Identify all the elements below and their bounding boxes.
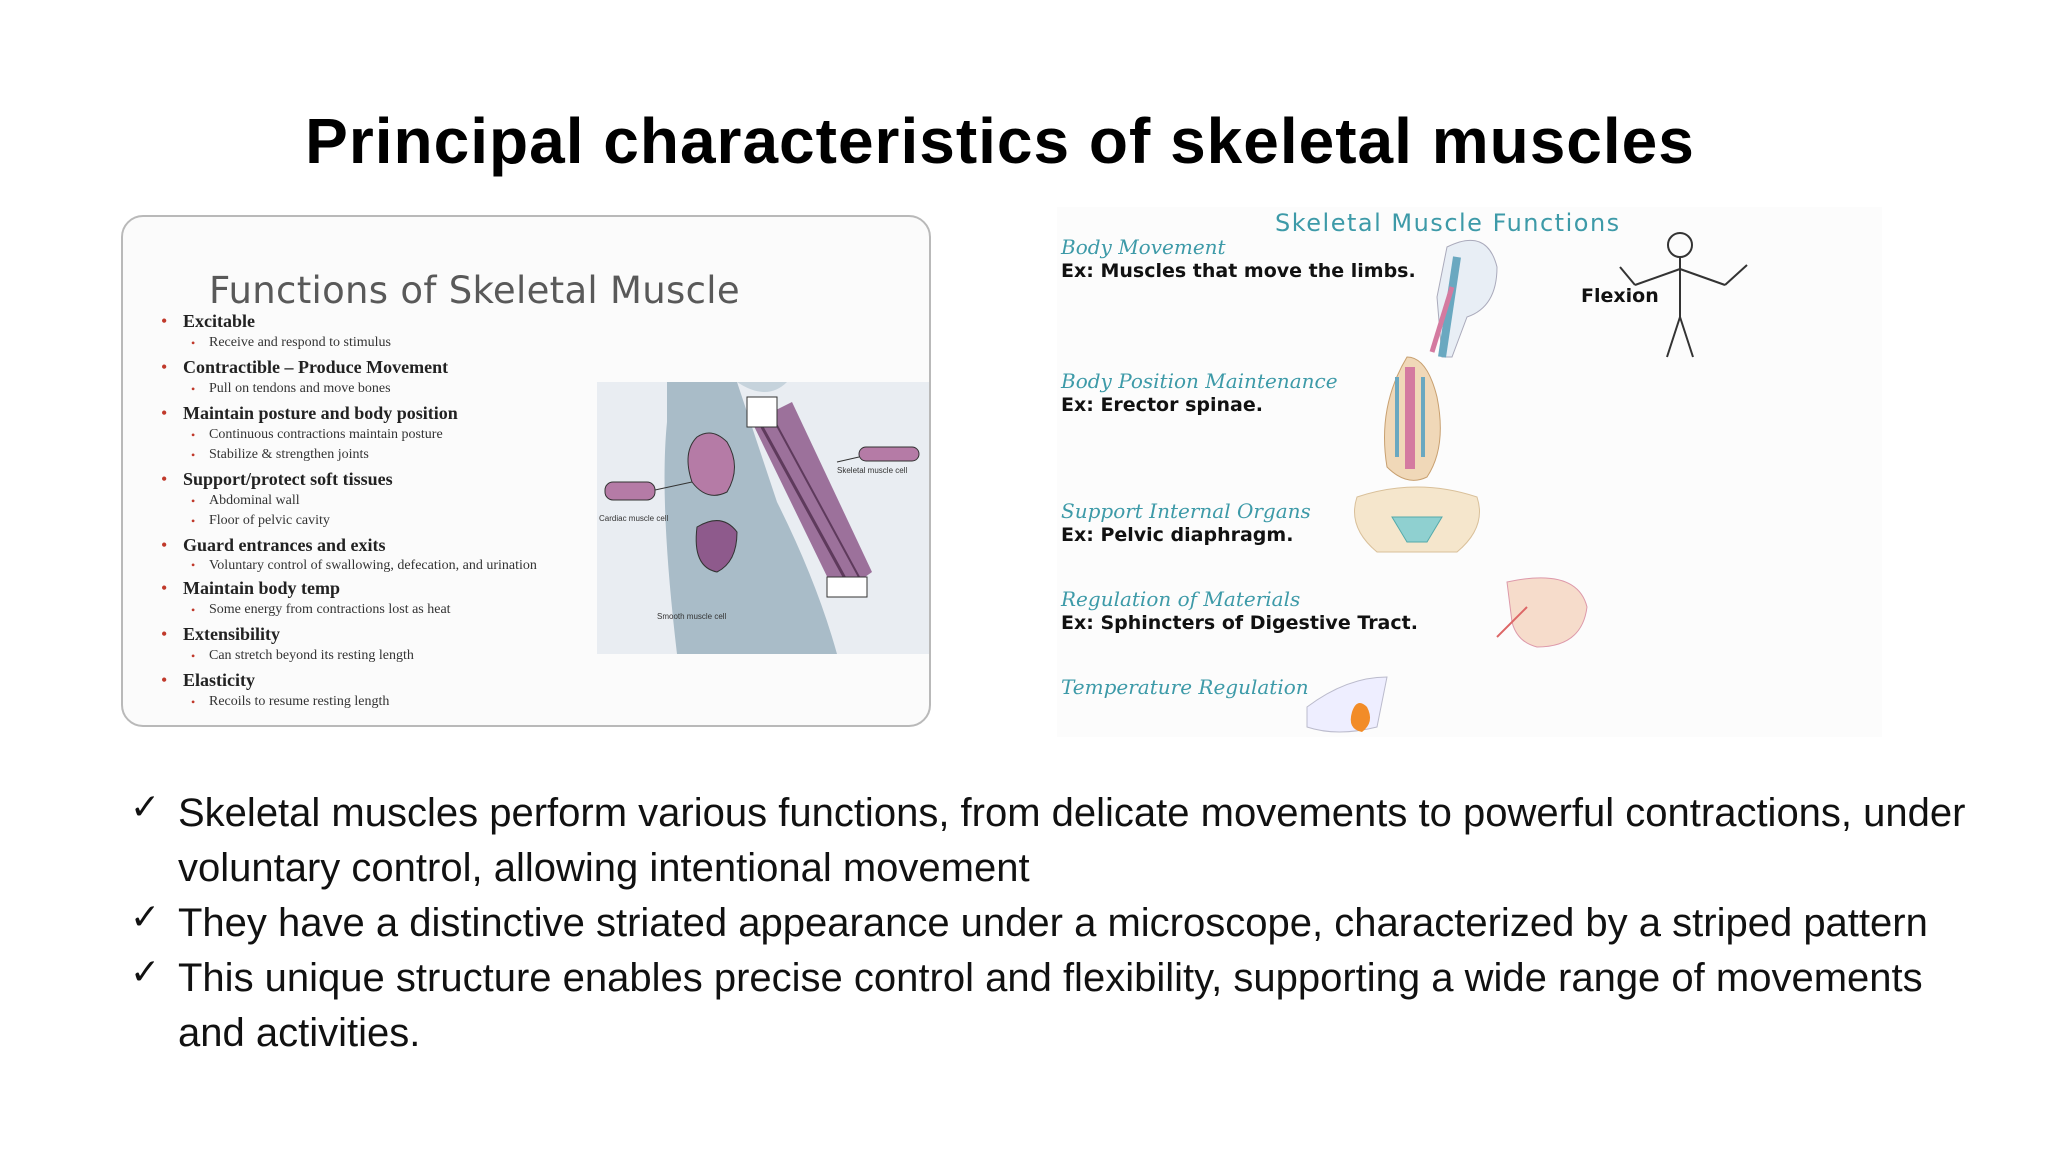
checkmark-icon: ✓: [130, 897, 161, 938]
muscle-types-illustration: Skeletal muscle cell Cardiac muscle cell…: [597, 382, 929, 654]
section-heading: Support Internal Organs: [1061, 499, 1311, 523]
function-section-body-movement: Body Movement Ex: Muscles that move the …: [1061, 235, 1416, 283]
point-text: Skeletal muscles perform various functio…: [178, 791, 1966, 890]
functions-figure-left: Functions of Skeletal Muscle •Excitable …: [121, 215, 931, 727]
function-name: Contractible – Produce Movement: [183, 357, 449, 377]
function-name: Excitable: [183, 311, 255, 331]
functions-illustrations: [1306, 232, 1748, 733]
checkmark-icon: ✓: [130, 787, 161, 828]
section-example: Ex: Sphincters of Digestive Tract.: [1061, 612, 1418, 634]
function-name: Guard entrances and exits: [183, 535, 386, 555]
function-detail: Continuous contractions maintain posture: [209, 427, 443, 442]
skeletal-cell-label: Skeletal muscle cell: [837, 466, 908, 475]
function-detail: Some energy from contractions lost as he…: [209, 602, 451, 617]
function-detail: Voluntary control of swallowing, defecat…: [209, 558, 537, 573]
section-heading: Regulation of Materials: [1061, 587, 1301, 611]
section-example: Ex: Pelvic diaphragm.: [1061, 524, 1294, 546]
function-detail: Stabilize & strengthen joints: [209, 447, 369, 462]
cardiac-cell-label: Cardiac muscle cell: [599, 514, 669, 523]
function-name: Maintain posture and body position: [183, 403, 458, 423]
function-name: Support/protect soft tissues: [183, 469, 393, 489]
list-item: •Extensibility •Can stretch beyond its r…: [161, 624, 414, 663]
section-heading: Temperature Regulation: [1061, 675, 1309, 699]
section-heading: Body Position Maintenance: [1061, 369, 1338, 393]
list-item: •Maintain posture and body position •Con…: [161, 403, 458, 462]
point-text: This unique structure enables precise co…: [178, 956, 1923, 1055]
function-section-temperature: Temperature Regulation: [1061, 675, 1309, 699]
flexion-label: Flexion: [1581, 285, 1659, 307]
function-section-body-position: Body Position Maintenance Ex: Erector sp…: [1061, 369, 1338, 417]
list-item: •Contractible – Produce Movement •Pull o…: [161, 357, 449, 396]
list-item: ✓ Skeletal muscles perform various funct…: [128, 786, 1988, 896]
list-item: •Guard entrances and exits •Voluntary co…: [161, 535, 537, 573]
list-item: ✓ They have a distinctive striated appea…: [128, 896, 1988, 951]
figure-title: Skeletal Muscle Functions: [1275, 209, 1621, 237]
list-item: ✓ This unique structure enables precise …: [128, 951, 1988, 1061]
point-text: They have a distinctive striated appeara…: [178, 901, 1928, 945]
list-item: •Excitable •Receive and respond to stimu…: [161, 311, 391, 350]
figure-heading: Functions of Skeletal Muscle: [209, 269, 740, 312]
function-detail: Abdominal wall: [209, 493, 300, 508]
list-item: •Maintain body temp •Some energy from co…: [161, 578, 451, 617]
function-name: Elasticity: [183, 670, 255, 690]
function-detail: Recoils to resume resting length: [209, 694, 390, 709]
function-detail: Pull on tendons and move bones: [209, 381, 391, 396]
slide-title: Principal characteristics of skeletal mu…: [305, 105, 1695, 177]
functions-figure-right: Skeletal Muscle Functions Body Movement …: [1057, 207, 1882, 737]
function-name: Extensibility: [183, 624, 281, 644]
function-detail: Can stretch beyond its resting length: [209, 648, 414, 663]
smooth-cell-label: Smooth muscle cell: [657, 612, 727, 621]
list-item: •Support/protect soft tissues •Abdominal…: [161, 469, 393, 528]
section-heading: Body Movement: [1061, 235, 1226, 259]
bullet-points: ✓ Skeletal muscles perform various funct…: [128, 786, 1988, 1061]
function-section-support-organs: Support Internal Organs Ex: Pelvic diaph…: [1061, 499, 1311, 547]
body-arm-illustration: [604, 382, 920, 654]
checkmark-icon: ✓: [130, 952, 161, 993]
function-detail: Floor of pelvic cavity: [209, 513, 330, 528]
function-name: Maintain body temp: [183, 578, 341, 598]
section-example: Ex: Muscles that move the limbs.: [1061, 260, 1416, 282]
function-section-regulation: Regulation of Materials Ex: Sphincters o…: [1061, 587, 1418, 635]
function-list: •Excitable •Receive and respond to stimu…: [159, 311, 599, 712]
list-item: •Elasticity •Recoils to resume resting l…: [161, 670, 390, 709]
section-example: Ex: Erector spinae.: [1061, 394, 1263, 416]
function-detail: Receive and respond to stimulus: [209, 335, 391, 350]
